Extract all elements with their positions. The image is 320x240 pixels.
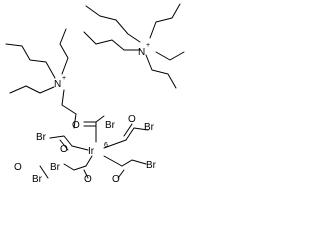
left-butyl-chain-2 [9,85,55,94]
left-nitrogen-charge: + [62,75,66,82]
ligand-lower-left-bonds [63,163,87,171]
iridium-label: Ir [88,146,95,157]
ligand-far-left-bonds [39,165,49,179]
right-butyl-chain-4 [145,54,177,89]
right-butyl-chain-3 [155,51,185,61]
ir-bond-bottom-left [85,155,93,167]
ir-bond-upper-right [103,139,127,149]
right-ammonium-cation: N + [83,3,185,89]
ir-bond-bottom-right [103,155,123,167]
ligand-far-left-bromine: Br [32,174,43,183]
ligand-upper-right-bonds [125,127,149,141]
ligand-top-bromine: Br [105,120,116,131]
right-nitrogen-label: N [138,47,145,58]
left-ammonium-cation: N + [5,28,77,129]
ligand-left-oxygen: O [60,144,68,155]
ligand-left-bonds [49,135,73,147]
right-butyl-chain-5 [83,31,141,51]
ligand-lower-left-bromine: Br [50,162,61,173]
ligand-upper-right-oxygen: O [128,114,136,125]
right-butyl-chain-2 [149,3,181,39]
iridium-charge: 6 [104,142,108,149]
ligand-far-left-oxygen: O [14,162,22,173]
ligand-lower-right-double [117,169,125,179]
ligand-upper-right-bromine: Br [144,122,155,133]
ligand-lower-left-oxygen: O [84,174,92,183]
ligand-top-oxygen: O [72,120,80,131]
ligand-left-bromine: Br [36,132,47,143]
right-butyl-chain-1 [85,5,141,43]
ligand-left-double [59,139,69,151]
right-nitrogen-charge: + [146,42,150,49]
ligand-lower-right-bromine: Br [146,160,157,171]
chemical-structure: N + N + O Br O Br O [5,3,185,183]
ir-bond-left [71,145,89,151]
ligand-lower-right-oxygen: O [112,174,120,183]
left-butyl-chain-4 [61,89,77,129]
ligand-top-bonds [83,115,105,123]
left-nitrogen-label: N [54,79,61,90]
ligand-lower-left-double [83,169,89,179]
ligand-upper-right-double [123,123,133,137]
left-butyl-chain-1 [5,43,56,79]
ligand-lower-right-bonds [121,159,147,167]
left-butyl-chain-3 [59,28,69,75]
iridium-complex-anion: O Br O Br O Br O Br O Br O Br Ir 6 [14,114,157,183]
